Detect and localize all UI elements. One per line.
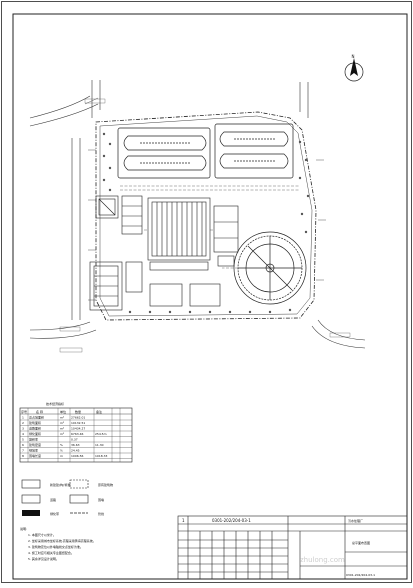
circular-clarifier	[233, 231, 307, 305]
blower-room	[213, 205, 239, 267]
north-arrow-icon: N	[344, 54, 364, 82]
note-line: 4. 施工时应与相关专业图纸配合。	[28, 550, 74, 555]
symbol-label: 围墙	[98, 497, 104, 502]
notes: 说明: 1. 本图尺寸以米计。 2. 坐标采用城市坐标系统,高程采用黄海高程系统…	[20, 526, 96, 561]
legend-cell: 8	[22, 454, 24, 458]
title-block-sheet-name: 总平面布置图	[352, 540, 370, 545]
legend-row: 1 总占地面积 m² 27662.01	[22, 415, 85, 420]
legend-cell: m²	[60, 421, 65, 425]
symbol-label: 绿化带	[50, 511, 59, 516]
title-block-project: 污水处理厂	[348, 518, 363, 523]
legend-row: 4 绿化面积 m² 6763.46 254.5m	[22, 431, 107, 436]
legend-cell: 11.30	[95, 443, 104, 447]
legend-header-no: 序号	[21, 409, 27, 414]
legend-cell: 2	[22, 421, 24, 425]
legend-cell: 254.5m	[95, 432, 107, 436]
legend-cell: 总占地面积	[29, 415, 44, 420]
oxidation-ditch-1	[117, 127, 211, 179]
legend-cell: m²	[60, 416, 65, 420]
legend-cell: 27662.01	[71, 416, 85, 420]
legend-cell: 1018.33	[95, 454, 107, 458]
roads	[29, 80, 366, 349]
grit-chamber	[121, 195, 143, 235]
legend-cell: 10132.51	[71, 421, 85, 425]
note-line: 5. 其余详见设计说明。	[28, 556, 59, 561]
legend-cell: 3	[22, 427, 24, 431]
oxidation-ditch-2	[214, 123, 294, 179]
legend-cell: 5	[22, 438, 24, 442]
title-block-code: 0301-202/204-03-1	[346, 573, 375, 577]
legend-header-note: 备注	[96, 409, 102, 414]
legend-cell: 24.45	[71, 449, 80, 453]
legend-header-name: 名 称	[36, 409, 43, 414]
legend-cell: %	[60, 443, 63, 447]
title-block-drawing-no: 0301-202/204-03-1	[212, 518, 251, 523]
symbol-label: 管线	[98, 511, 104, 516]
legend-table: 技术经济指标 序号 名 称 单位 数量 备注 1 总占地面积 m² 27662.…	[19, 401, 133, 463]
note-line: 3. 建筑物定位以外墙轴线交点坐标为准。	[28, 544, 83, 549]
legend-cell: 36.63	[71, 443, 80, 447]
symbol-legend: 新建建(构)筑物 原有建筑物 道路 围墙 绿化带 管线	[21, 479, 113, 516]
legend-title: 技术经济指标	[46, 401, 64, 406]
legend-cell: m	[60, 454, 63, 458]
road-callouts	[59, 97, 351, 353]
legend-cell: %	[60, 449, 63, 453]
legend-cell: 10434.27	[71, 427, 85, 431]
green-belt	[102, 132, 310, 314]
legend-row: 2 建筑面积 m² 10132.51	[22, 420, 85, 425]
legend-cell: 建筑面积	[29, 420, 41, 425]
note-line: 2. 坐标采用城市坐标系统,高程采用黄海高程系统。	[28, 538, 96, 543]
legend-cell: 0.37	[71, 438, 78, 442]
legend-header-value: 数量	[75, 409, 81, 414]
internal-road	[99, 115, 313, 317]
legend-cell: 绿化面积	[29, 431, 41, 436]
notes-title: 说明:	[20, 526, 27, 531]
north-label: N	[352, 54, 355, 59]
watermark: zhulong.com	[300, 556, 345, 564]
legend-cell: m²	[60, 432, 65, 436]
title-block	[177, 515, 408, 580]
symbol-label: 新建建(构)筑物	[50, 482, 70, 487]
legend-row: 3 道路面积 m² 10434.27	[22, 426, 85, 431]
legend-cell: m²	[60, 427, 65, 431]
title-block-rev: 1	[182, 518, 185, 523]
symbol-label: 原有建筑物	[98, 482, 113, 487]
legend-cell: 6	[22, 443, 24, 447]
legend-cell: 1006.56	[71, 454, 83, 458]
legend-row: 7 绿地率 % 24.45	[22, 448, 80, 453]
legend-row: 5 容积率 0.37	[22, 437, 78, 442]
sedimentation-tank	[147, 197, 211, 271]
symbol-label: 道路	[50, 497, 56, 502]
pipelines	[120, 185, 300, 269]
legend-cell: 道路面积	[29, 426, 41, 431]
legend-header-unit: 单位	[60, 409, 66, 414]
legend-cell: 1	[22, 416, 24, 420]
legend-cell: 围墙长度	[29, 453, 41, 458]
dimension-marks	[88, 149, 326, 301]
legend-row: 8 围墙长度 m 1006.56 1018.33	[22, 453, 107, 458]
legend-cell: 4	[22, 432, 24, 436]
legend-cell: 7	[22, 449, 24, 453]
legend-cell: 容积率	[29, 437, 38, 442]
legend-row: 6 建筑密度 % 36.63 11.30	[22, 442, 104, 447]
office-building	[89, 261, 221, 311]
legend-cell: 绿地率	[29, 448, 38, 453]
note-line: 1. 本图尺寸以米计。	[28, 532, 56, 537]
legend-cell: 建筑密度	[29, 442, 41, 447]
pump-house	[95, 195, 119, 219]
legend-cell: 6763.46	[71, 432, 83, 436]
